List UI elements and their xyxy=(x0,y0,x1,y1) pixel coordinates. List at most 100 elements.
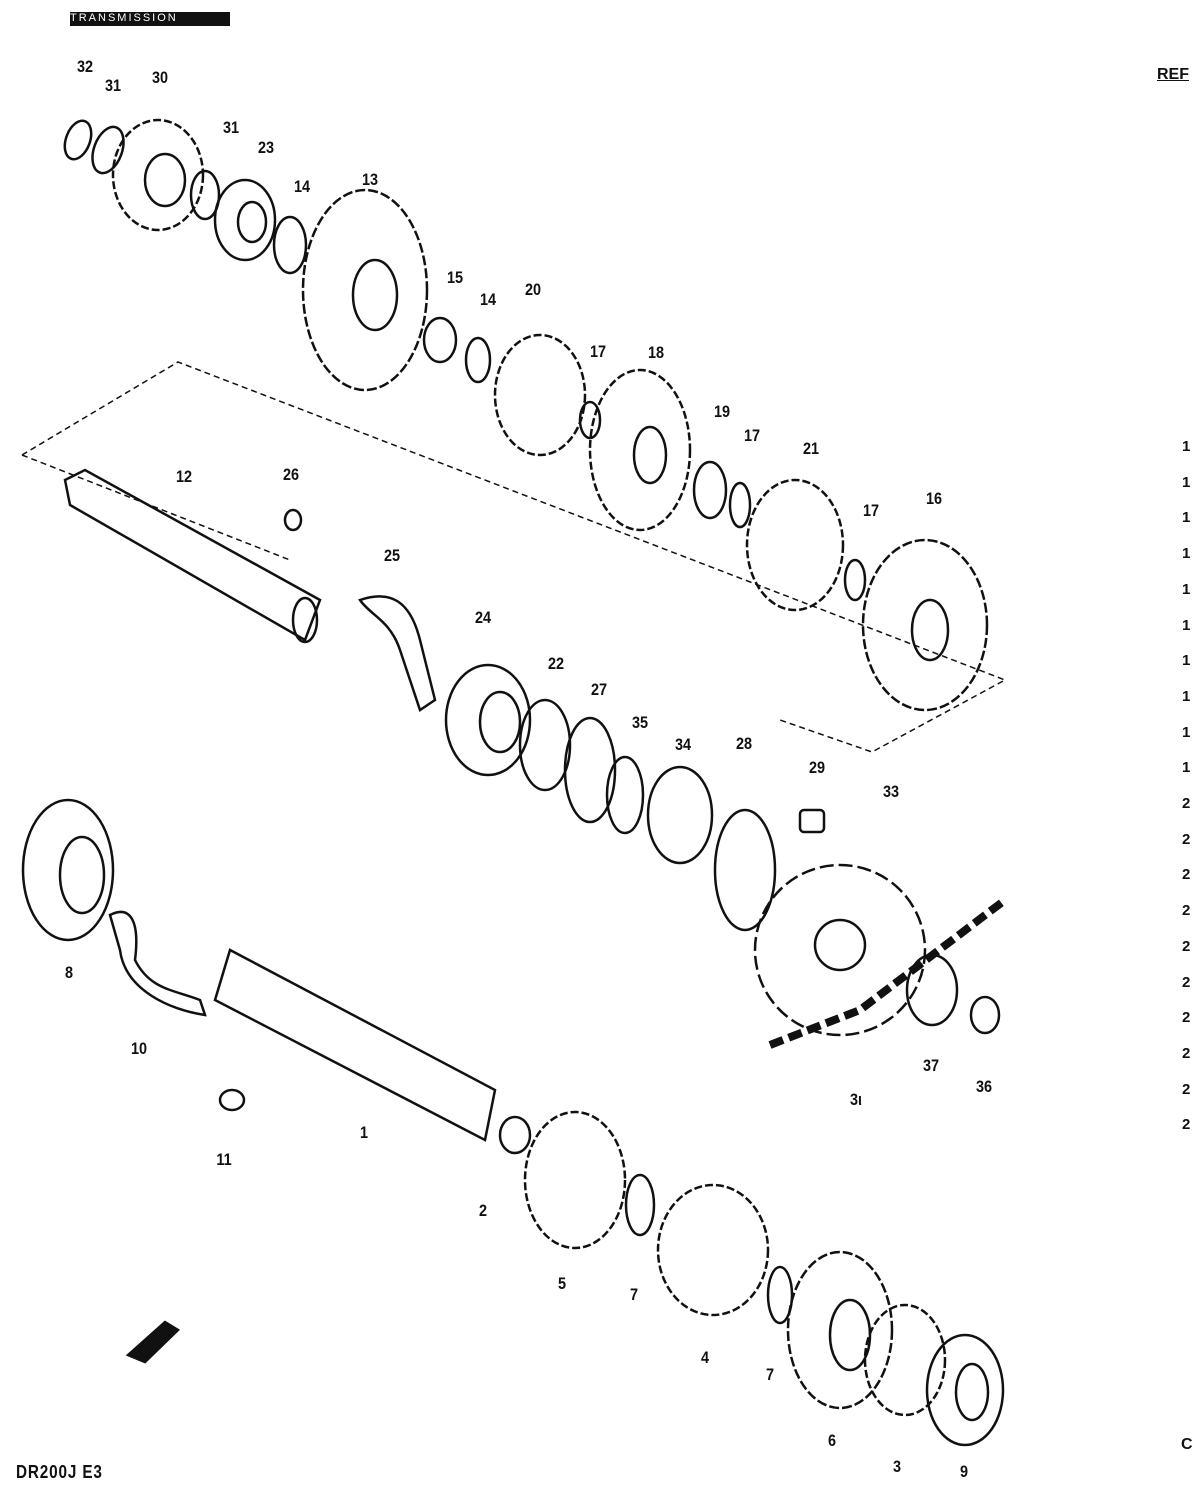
callout-17: 17 xyxy=(743,426,761,445)
washer-31 xyxy=(91,125,125,175)
callout-37: 37 xyxy=(922,1056,940,1075)
ref-column-heading: REF xyxy=(1157,66,1189,83)
ref-row: 2 xyxy=(1182,1116,1191,1134)
callout-21: 21 xyxy=(802,439,820,458)
callout-1: 1 xyxy=(359,1123,369,1142)
callout-3: 3 xyxy=(892,1457,902,1476)
ref-row: 1 xyxy=(1182,759,1191,777)
bolt-26 xyxy=(283,508,303,532)
gear-4 xyxy=(656,1183,770,1317)
bolt-36 xyxy=(969,995,1001,1035)
washer-14 xyxy=(272,215,308,275)
countershaft-12 xyxy=(63,468,322,642)
ref-row: 1 xyxy=(1182,509,1191,527)
callout-15: 15 xyxy=(446,268,464,287)
bearing-23 xyxy=(213,178,277,262)
group-outline xyxy=(21,361,1007,753)
circlip-32 xyxy=(63,119,93,161)
callout-33: 33 xyxy=(882,782,900,801)
bearing-23-inner xyxy=(236,200,268,244)
callout-19: 19 xyxy=(713,402,731,421)
bearing-8 xyxy=(21,798,115,942)
retainer-10 xyxy=(108,910,207,1017)
callout-20: 20 xyxy=(524,280,542,299)
bearing-24 xyxy=(444,663,532,777)
gear-13-hub xyxy=(351,258,399,332)
callout-25: 25 xyxy=(383,546,401,565)
needle-bearing-15 xyxy=(422,316,458,364)
front-arrow-icon xyxy=(125,1320,181,1364)
sprocket-33 xyxy=(753,863,927,1037)
bearing-24-inner xyxy=(478,690,522,754)
ref-row: 2 xyxy=(1182,1009,1191,1027)
callout-5: 5 xyxy=(557,1274,567,1293)
retainer-25 xyxy=(358,595,437,712)
gear-16-hub xyxy=(910,598,950,662)
circlip-7b xyxy=(766,1265,794,1325)
gear-16 xyxy=(861,538,989,712)
oil-seal-27 xyxy=(563,716,617,824)
ref-row: 1 xyxy=(1182,580,1191,598)
circlip-17c xyxy=(843,558,867,602)
diagram-title: TRANSMISSION xyxy=(70,12,230,26)
ref-row: 2 xyxy=(1182,1080,1191,1098)
callout-17: 17 xyxy=(589,342,607,361)
callout-32: 32 xyxy=(76,57,94,76)
ref-row: 1 xyxy=(1182,652,1191,670)
callout-7: 7 xyxy=(629,1285,639,1304)
gear-21 xyxy=(745,478,845,612)
bearing-9 xyxy=(925,1333,1005,1447)
ref-row: 2 xyxy=(1182,866,1191,884)
plate-28 xyxy=(713,808,777,932)
spacer-22 xyxy=(518,698,572,792)
callout-23: 23 xyxy=(257,138,275,157)
chain-38 xyxy=(768,896,1008,1049)
gear-20 xyxy=(493,333,587,457)
callout-31: 31 xyxy=(222,118,240,137)
ref-row: 2 xyxy=(1182,973,1191,991)
gear-30 xyxy=(111,118,205,232)
ref-row: 1 xyxy=(1182,616,1191,634)
callout-24: 24 xyxy=(474,608,492,627)
ref-row: 2 xyxy=(1182,902,1191,920)
callout-12: 12 xyxy=(175,467,193,486)
o-ring-35 xyxy=(605,755,645,835)
sprocket-33-hub xyxy=(813,918,867,972)
circlip-17 xyxy=(578,400,602,440)
spacer-34 xyxy=(646,765,714,865)
ref-row: 1 xyxy=(1182,723,1191,741)
callout-7: 7 xyxy=(765,1365,775,1384)
callout-27: 27 xyxy=(590,680,608,699)
ref-row: 1 xyxy=(1182,545,1191,563)
callout-8: 8 xyxy=(64,963,74,982)
callout-28: 28 xyxy=(735,734,753,753)
circlip-17b xyxy=(728,481,752,529)
washer-31b xyxy=(189,169,221,221)
washer-14b xyxy=(464,336,492,384)
callout-16: 16 xyxy=(925,489,943,508)
callout-17: 17 xyxy=(862,501,880,520)
gear-6 xyxy=(786,1250,894,1410)
ref-row: 1 xyxy=(1182,687,1191,705)
callout-30: 30 xyxy=(151,68,169,87)
callout-22: 22 xyxy=(547,654,565,673)
screw-11 xyxy=(218,1088,246,1112)
gear-18-hub xyxy=(632,425,668,485)
gear-13 xyxy=(301,188,429,392)
callout-3ι: 3ι xyxy=(849,1090,863,1109)
callout-10: 10 xyxy=(130,1039,148,1058)
bearing-8-inner xyxy=(58,835,106,915)
ref-row: 1 xyxy=(1182,473,1191,491)
callout-31: 31 xyxy=(104,76,122,95)
callout-14: 14 xyxy=(293,177,311,196)
needle-bearing-2 xyxy=(498,1115,532,1155)
countershaft-12-end xyxy=(291,596,319,644)
circlip-7 xyxy=(624,1173,656,1237)
callout-14: 14 xyxy=(479,290,497,309)
ref-row: 2 xyxy=(1182,1044,1191,1062)
callout-2: 2 xyxy=(478,1201,488,1220)
gear-3 xyxy=(863,1303,947,1417)
callout-4: 4 xyxy=(700,1348,710,1367)
